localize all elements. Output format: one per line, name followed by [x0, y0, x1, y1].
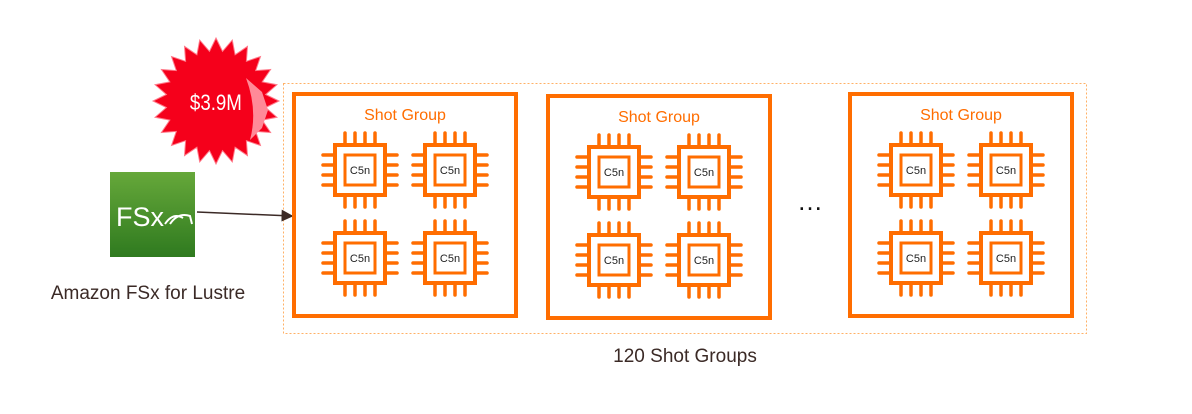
c5n-instance-chip-icon: C5n	[877, 219, 955, 297]
shot-group-title: Shot Group	[920, 107, 1002, 124]
instance-label: C5n	[440, 253, 460, 265]
instance-label: C5n	[694, 167, 714, 179]
c5n-instance-chip-icon: C5n	[665, 221, 743, 299]
fsx-icon-text: FSx	[116, 202, 165, 232]
c5n-instance-chip-icon: C5n	[575, 221, 653, 299]
c5n-instance-chip-icon: C5n	[411, 131, 489, 209]
c5n-instance-chip-icon: C5n	[967, 219, 1045, 297]
instance-label: C5n	[694, 255, 714, 267]
instance-label: C5n	[604, 255, 624, 267]
instance-label: C5n	[996, 253, 1016, 265]
c5n-instance-chip-icon: C5n	[665, 133, 743, 211]
fsx-label: Amazon FSx for Lustre	[51, 283, 245, 304]
fsx-lustre-icon: FSx	[110, 172, 195, 257]
instance-label: C5n	[906, 165, 926, 177]
caption-shot-groups: 120 Shot Groups	[613, 346, 757, 367]
c5n-instance-chip-icon: C5n	[321, 219, 399, 297]
c5n-instance-chip-icon: C5n	[877, 131, 955, 209]
instance-label: C5n	[604, 167, 624, 179]
c5n-instance-chip-icon: C5n	[321, 131, 399, 209]
cluster-boundary	[283, 83, 1087, 334]
data-flow-arrow	[196, 209, 294, 222]
instance-label: C5n	[996, 165, 1016, 177]
c5n-instance-chip-icon: C5n	[575, 133, 653, 211]
cost-badge: $3.9M	[151, 36, 281, 166]
c5n-instance-chip-icon: C5n	[967, 131, 1045, 209]
instance-label: C5n	[440, 165, 460, 177]
shot-group-title: Shot Group	[364, 107, 446, 124]
ellipsis: …	[797, 186, 823, 216]
instance-label: C5n	[350, 253, 370, 265]
instance-label: C5n	[350, 165, 370, 177]
cost-badge-text: $3.9M	[190, 92, 242, 116]
shot-group-title: Shot Group	[618, 109, 700, 126]
instance-label: C5n	[906, 253, 926, 265]
c5n-instance-chip-icon: C5n	[411, 219, 489, 297]
